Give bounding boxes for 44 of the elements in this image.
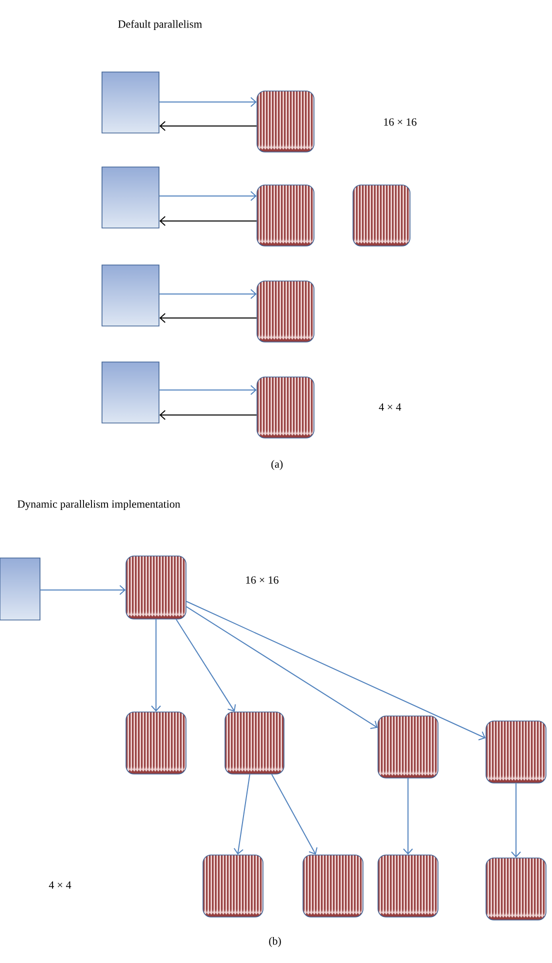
gradient-square xyxy=(102,264,160,326)
arrow xyxy=(159,410,258,420)
striped-rounded-box xyxy=(302,854,364,918)
striped-rounded-box xyxy=(256,280,314,342)
arrow xyxy=(159,313,258,323)
gradient-square xyxy=(102,362,160,424)
striped-rounded-box xyxy=(352,184,410,246)
heading: Dynamic parallelism implementation xyxy=(18,500,180,510)
gradient-square xyxy=(0,558,40,620)
striped-rounded-box xyxy=(256,90,314,152)
arrow xyxy=(403,778,413,855)
striped-rounded-box xyxy=(378,854,438,918)
heading: Default parallelism xyxy=(118,20,202,30)
panel-label: (b) xyxy=(269,937,281,947)
striped-rounded-box xyxy=(224,712,284,774)
size-label: 4 × 4 xyxy=(48,881,72,889)
arrow xyxy=(158,97,257,107)
arrow xyxy=(186,606,378,729)
panel-label: (a) xyxy=(271,460,283,470)
striped-rounded-box xyxy=(126,556,186,620)
gradient-square xyxy=(102,72,160,134)
arrow xyxy=(158,289,257,299)
striped-rounded-box xyxy=(256,184,314,246)
striped-rounded-box xyxy=(256,376,314,438)
arrow xyxy=(271,774,318,855)
size-label: 4 × 4 xyxy=(378,403,402,411)
arrow xyxy=(176,618,236,712)
striped-rounded-box xyxy=(486,720,546,784)
striped-rounded-box xyxy=(486,858,546,920)
striped-rounded-box xyxy=(202,854,264,918)
arrow xyxy=(159,121,258,131)
arrow xyxy=(234,774,250,855)
arrow xyxy=(158,385,257,395)
arrow xyxy=(511,782,521,858)
arrow xyxy=(151,618,161,712)
striped-rounded-box xyxy=(378,716,438,778)
size-label: 16 × 16 xyxy=(246,576,278,584)
arrow xyxy=(40,585,126,595)
gradient-square xyxy=(102,166,160,228)
size-label: 16 × 16 xyxy=(384,118,416,126)
arrow xyxy=(186,600,486,740)
arrow xyxy=(159,216,258,226)
arrow xyxy=(158,191,257,201)
striped-rounded-box xyxy=(126,712,186,774)
